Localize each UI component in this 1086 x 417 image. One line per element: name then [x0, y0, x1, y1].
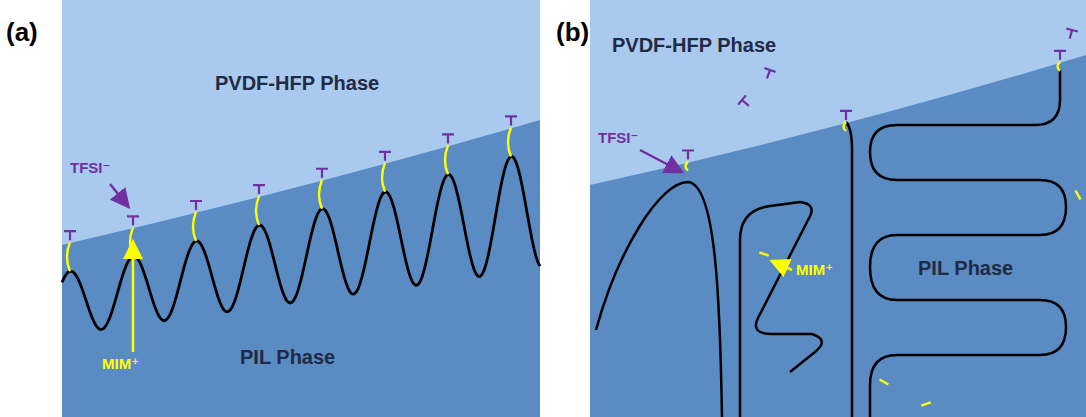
mim-cation: [193, 212, 196, 241]
ion-label: TFSI⁻: [70, 160, 110, 177]
mim-cation: [319, 180, 322, 209]
phase-label: PVDF-HFP Phase: [612, 34, 776, 56]
phase-label: PVDF-HFP Phase: [215, 72, 379, 94]
mim-cation: [686, 161, 689, 170]
panel-label: (b): [556, 18, 589, 47]
leader-arrow: [132, 244, 135, 352]
tfsi-symbol: [127, 216, 139, 225]
tfsi-symbol: [1054, 51, 1066, 60]
tfsi-symbol: [190, 201, 202, 210]
mim-cation: [880, 380, 889, 385]
pvdf-region: [62, 0, 540, 417]
pil-region: [62, 120, 540, 417]
ion-label: MIM⁺: [796, 262, 833, 279]
mim-cation: [67, 242, 70, 271]
leader-arrow: [110, 184, 127, 205]
mim-cation: [445, 145, 448, 174]
tfsi-symbol: [316, 169, 328, 178]
tfsi-symbol: [253, 185, 265, 194]
leader-arrow: [640, 150, 680, 171]
tfsi-symbol: [682, 150, 694, 159]
ion-label: TFSI⁻: [598, 130, 638, 147]
panel-label: (a): [6, 18, 38, 47]
phase-label: PIL Phase: [918, 257, 1013, 279]
mim-cation: [382, 163, 385, 192]
tfsi-symbol: [442, 134, 454, 143]
polymer-chain: [596, 70, 1066, 417]
mim-cation: [921, 402, 930, 405]
tfsi-symbol: [64, 231, 76, 240]
mim-cation: [1058, 62, 1061, 71]
tfsi-symbol: [840, 111, 852, 120]
pvdf-region: [590, 0, 1086, 417]
tfsi-symbol: [1064, 28, 1078, 40]
mim-cation: [844, 122, 847, 131]
tfsi-symbol: [379, 152, 391, 161]
mim-cation: [759, 252, 768, 255]
tfsi-symbol: [738, 95, 753, 110]
ion-label: MIM⁺: [102, 356, 139, 373]
tfsi-symbol: [505, 116, 517, 125]
leader-arrow: [774, 262, 792, 270]
mim-cation: [256, 196, 259, 225]
mim-cation: [1076, 191, 1081, 200]
tfsi-symbol: [761, 68, 775, 81]
phase-label: PIL Phase: [240, 346, 335, 368]
pil-region: [590, 55, 1086, 417]
mim-cation: [508, 127, 511, 156]
